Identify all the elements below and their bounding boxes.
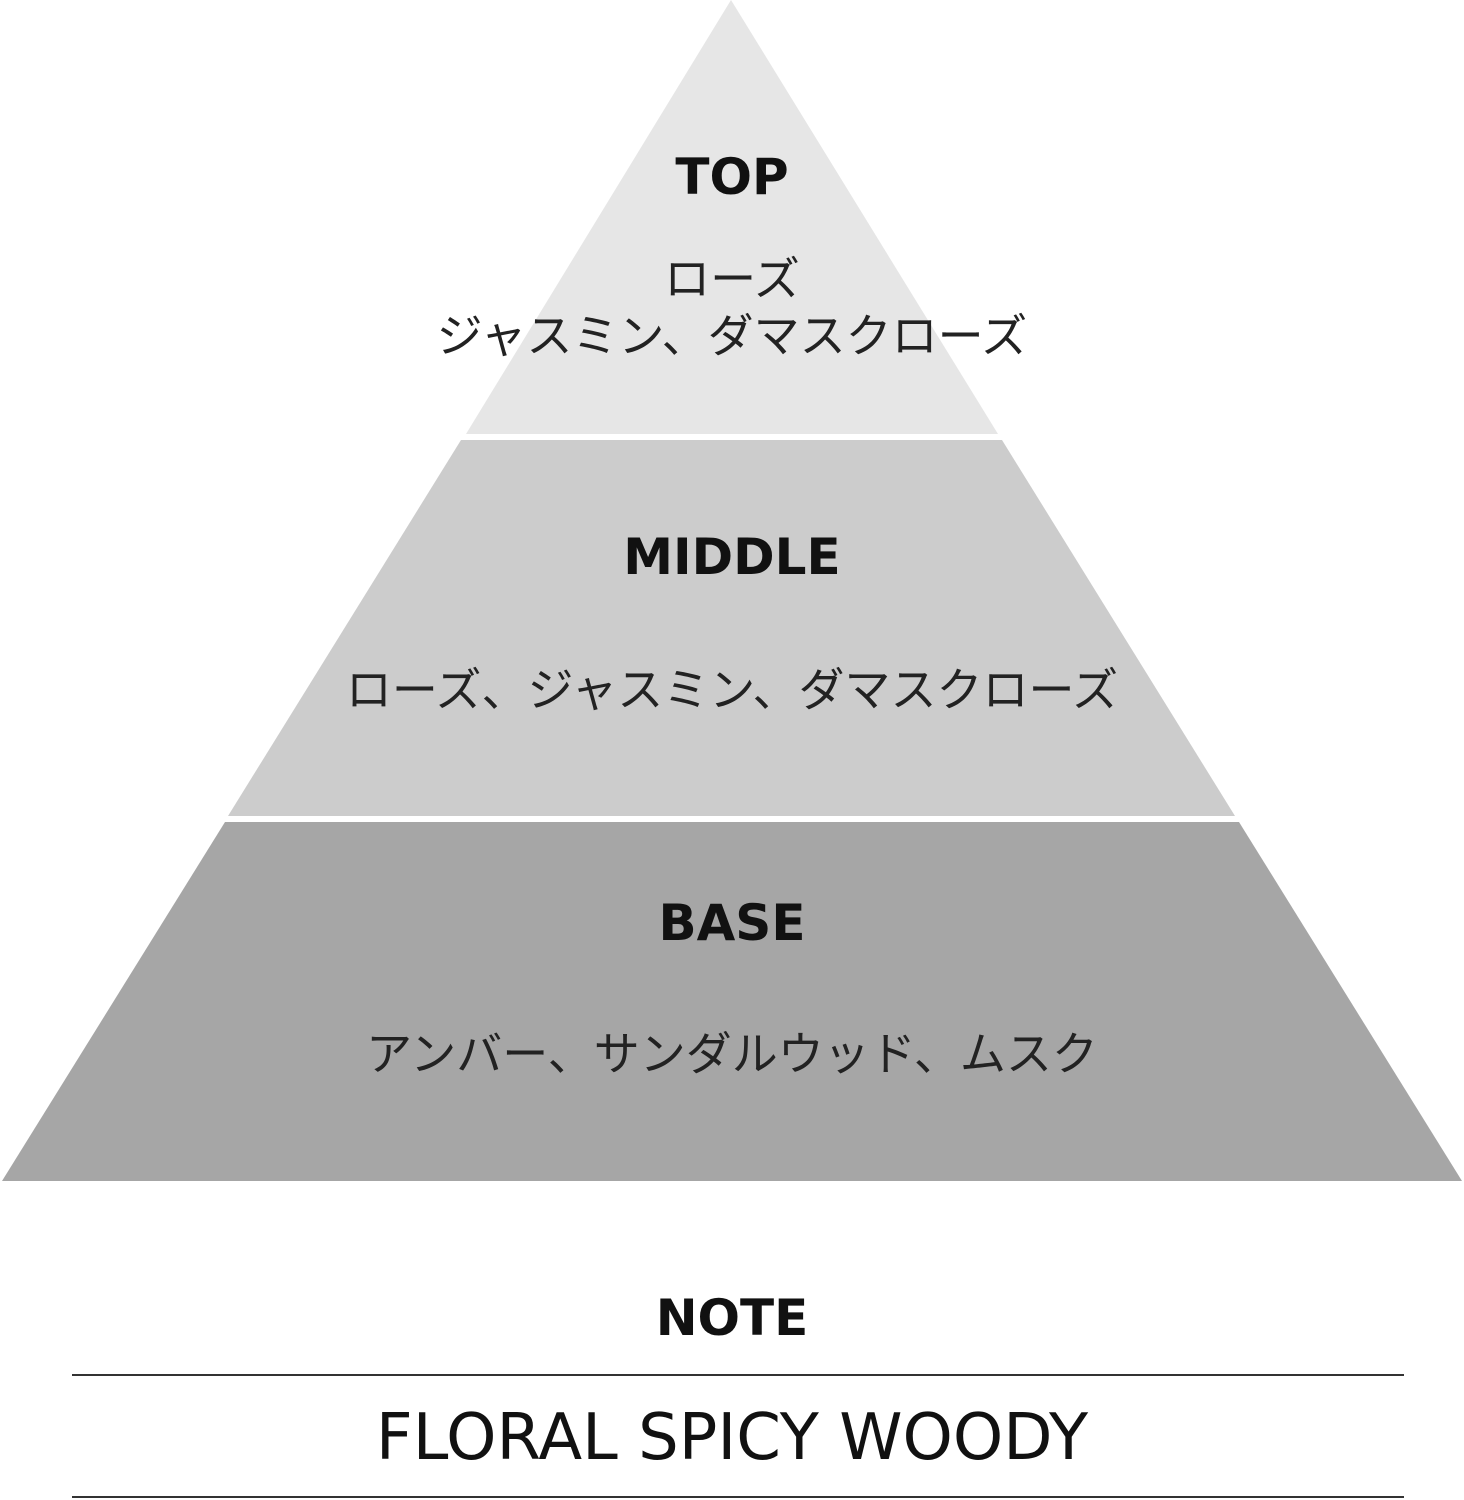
- tier-middle-notes: ローズ、ジャスミン、ダマスクローズ: [346, 663, 1118, 717]
- tier-top-title: TOP: [675, 148, 788, 206]
- tier-top-band: [466, 0, 998, 434]
- tier-base-notes: アンバー、サンダルウッド、ムスク: [366, 1027, 1098, 1081]
- tier-base-title: BASE: [659, 894, 806, 952]
- tier-top-notes-line-2: ジャスミン、ダマスクローズ: [437, 309, 1028, 363]
- divider-top: [72, 1374, 1404, 1376]
- tier-middle-band: [228, 440, 1235, 816]
- tier-top-notes-line-1: ローズ: [664, 252, 800, 306]
- fragrance-pyramid: TOP ローズ ジャスミン、ダマスクローズ MIDDLE ローズ、ジャスミン、ダ…: [2, 0, 1462, 1181]
- tier-base-band: [2, 822, 1462, 1181]
- fragrance-type: FLORAL SPICY WOODY: [375, 1401, 1089, 1475]
- divider-bottom: [72, 1496, 1404, 1498]
- tier-middle-title: MIDDLE: [623, 528, 840, 586]
- note-heading: NOTE: [655, 1289, 809, 1347]
